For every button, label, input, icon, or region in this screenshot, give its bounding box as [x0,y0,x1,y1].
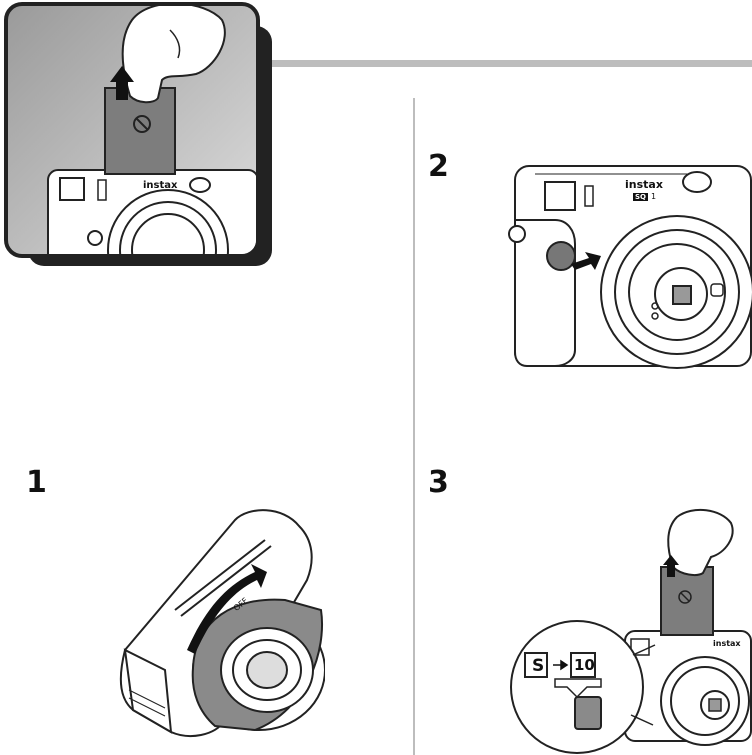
camera-brand-label: instax [143,180,178,191]
eject-film-inset: instax [0,0,275,270]
column-divider [413,98,415,755]
step-number-2: 2 [428,149,449,184]
model-badge: SQ [633,193,648,201]
step3-camera-illustration: S 10 instax [505,505,752,755]
header-divider [270,60,752,67]
counter-start-label: S [532,656,545,676]
step-number-3: 3 [428,465,449,500]
model-number: 1 [651,192,657,201]
step1-camera-illustration: OFF [115,500,325,745]
counter-end-label: 10 [574,656,595,674]
camera-brand-label: instax [713,639,741,648]
camera-brand-label: instax [625,178,663,191]
step-number-1: 1 [26,465,47,500]
step2-camera-illustration: instax SQ 1 [505,160,752,370]
